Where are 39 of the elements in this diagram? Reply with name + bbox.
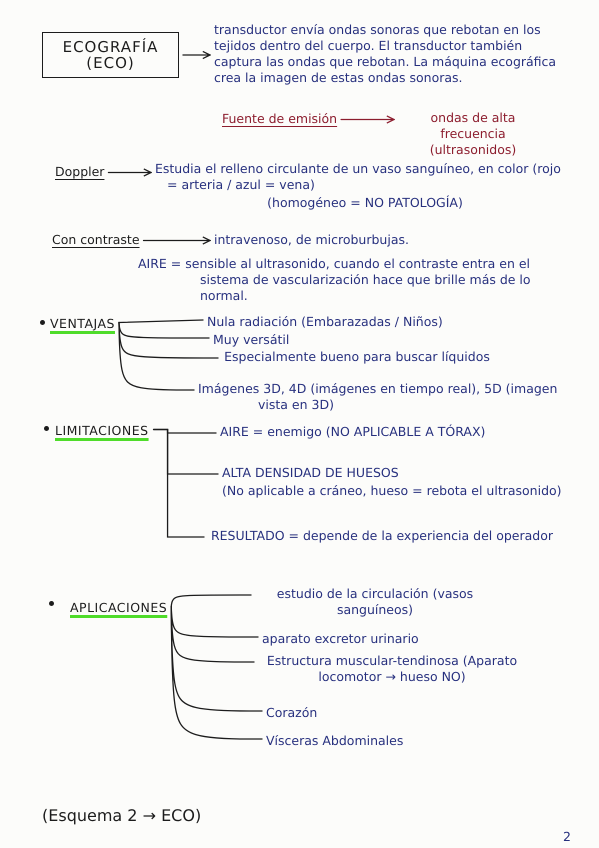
note-text: Nula radiación (Embarazadas / Niños) — [207, 314, 443, 330]
connector-line — [118, 322, 195, 391]
note-text: Vísceras Abdominales — [266, 733, 404, 749]
arrow — [182, 50, 211, 60]
note-text: RESULTADO = depende de la experiencia del operador — [210, 528, 554, 544]
footer-note: (Esquema 2 → ECO) — [42, 808, 202, 824]
note-text: transductor envía ondas sonoras que rebotan en los tejidos dentro del cuerpo. El transductor también captura las ondas que rebotan. La máquina ecográfica crea la imagen de estas ondas sonoras. — [214, 22, 558, 86]
connector-line — [170, 594, 252, 608]
note-text: Especialmente bueno para buscar líquidos — [223, 349, 491, 365]
connector-line — [118, 319, 204, 324]
note-text: estudio de la circulación (vasos sanguíneos) — [276, 586, 474, 618]
section-heading: APLICACIONES — [70, 600, 168, 617]
note-text: (homogéneo = NO PATOLOGÍA) — [266, 195, 464, 211]
note-text: aparato excretor urinario — [262, 631, 419, 647]
note-text: AIRE = sensible al ultrasonido, cuando el contraste entra en el sistema de vascularización hace que brille más de lo normal. — [138, 256, 532, 304]
title-box — [42, 32, 179, 78]
section-heading: LIMITACIONES — [55, 423, 149, 440]
arrow — [108, 168, 152, 177]
note-text: intravenoso, de microburbujas. — [214, 232, 409, 248]
note-text: Estructura muscular-tendinosa (Aparato locomotor → hueso NO) — [266, 653, 518, 685]
note-text: (No aplicable a cráneo, hueso = rebota el ultrasonido) — [222, 483, 563, 499]
connector-line — [170, 606, 263, 740]
subheading-text: Con contraste — [52, 232, 140, 249]
note-text: Corazón — [266, 705, 318, 721]
arrow — [142, 236, 211, 245]
connector-line — [152, 428, 205, 538]
note-text: Muy versátil — [213, 332, 290, 348]
subheading-text: Doppler — [55, 164, 104, 181]
section-heading: VENTAJAS — [50, 316, 115, 333]
page-number: 2 — [563, 829, 571, 845]
note-text: AIRE = enemigo (NO APLICABLE A TÓRAX) — [220, 424, 486, 440]
arrow — [340, 115, 395, 124]
connector-line — [118, 322, 210, 339]
title-text: ECOGRAFÍA (ECO) — [62, 39, 160, 71]
note-text: ALTA DENSIDAD DE HUESOS — [222, 465, 400, 481]
note-text: Estudia el relleno circulante de un vaso sanguíneo, en color (rojo = arteria / azul = vena) — [155, 161, 562, 193]
note-text: Imágenes 3D, 4D (imágenes en tiempo real), 5D (imagen vista en 3D) — [198, 381, 558, 413]
subheading-text: Fuente de emisión — [222, 111, 338, 128]
note-text: ondas de alta frecuencia (ultrasonidos) — [428, 110, 518, 158]
